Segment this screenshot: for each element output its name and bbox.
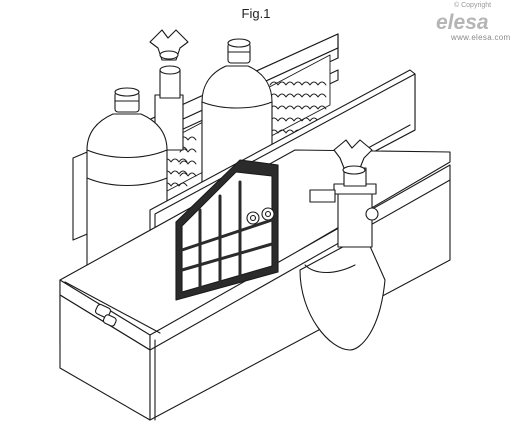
copyright-notice: © Copyright xyxy=(454,2,492,9)
svg-text:elesa: elesa xyxy=(436,11,489,34)
front-clamp-knob xyxy=(299,139,386,351)
figure-title: Fig.1 xyxy=(241,6,271,21)
elesa-logo: elesa xyxy=(436,11,489,34)
website-url: www.elesa.com xyxy=(451,33,511,42)
bottle-divider xyxy=(175,159,279,301)
